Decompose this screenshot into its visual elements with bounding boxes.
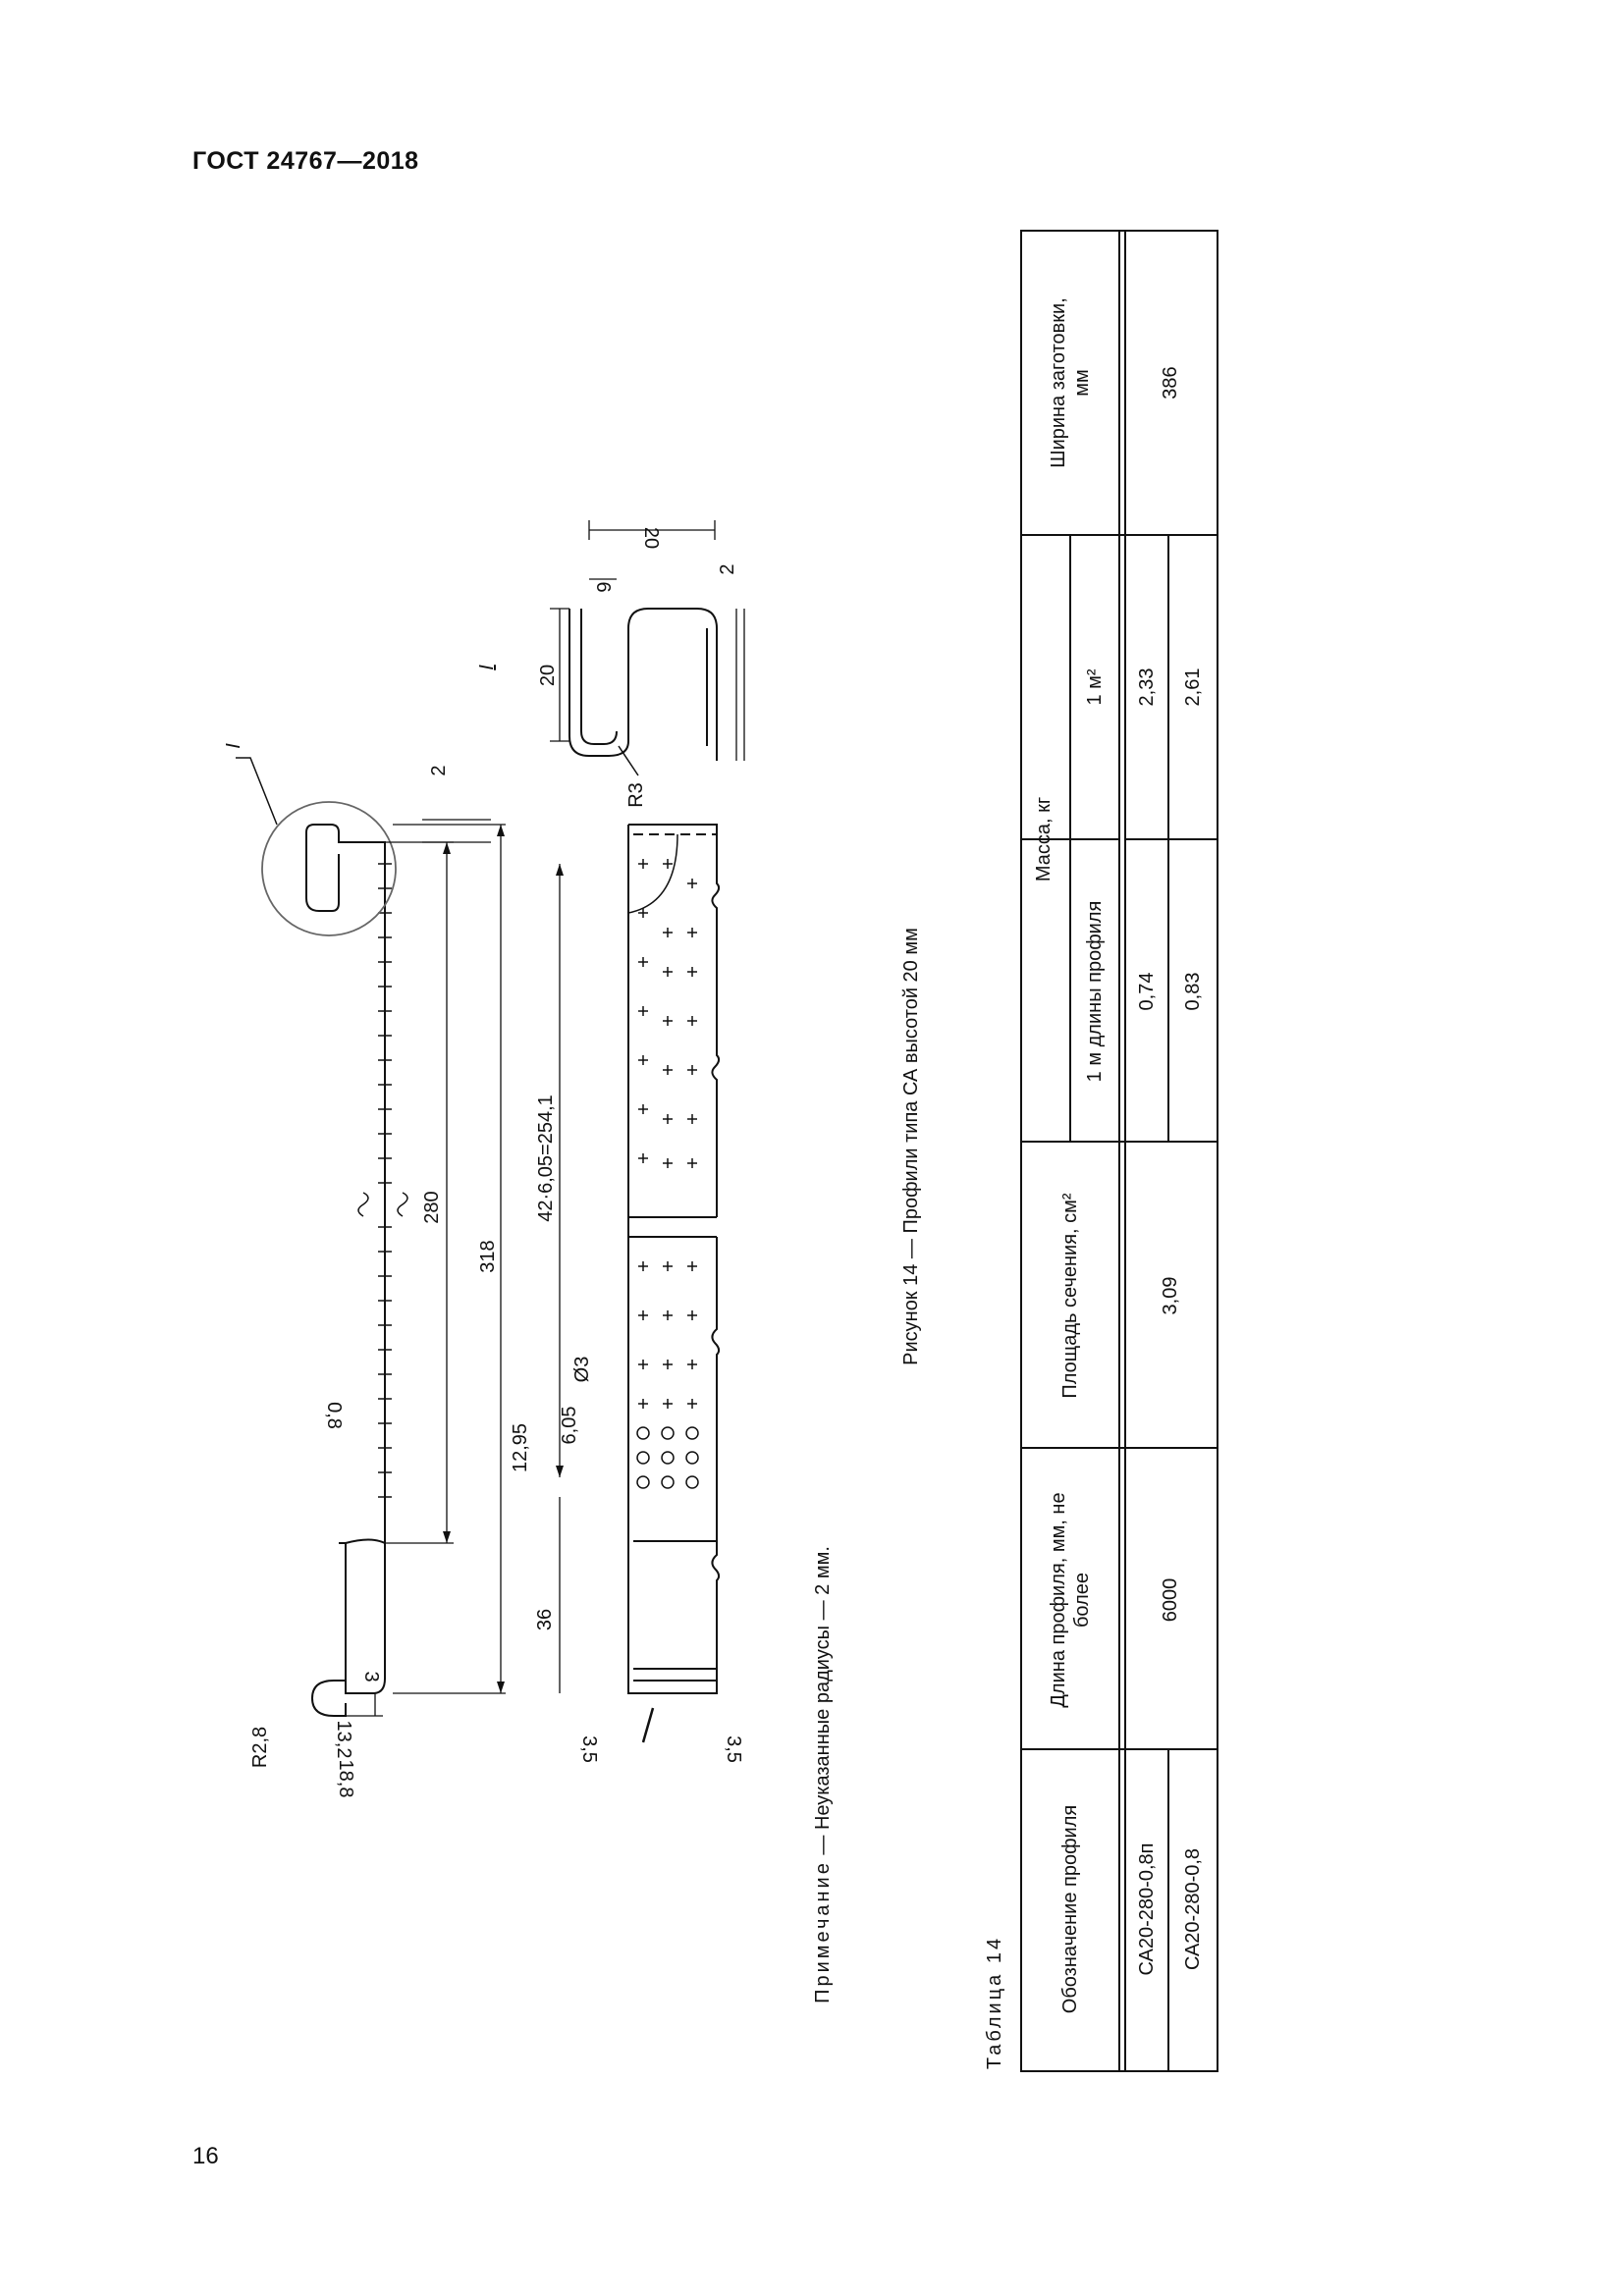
table-cell-mass-per-m2: 2,33	[1136, 667, 1158, 707]
table-cell-length: 6000	[1160, 1577, 1181, 1623]
table-cell-mass-per-m: 0,83	[1182, 972, 1204, 1011]
table-cell-mass-per-m: 0,74	[1136, 972, 1158, 1011]
detail-I-profile	[550, 520, 745, 776]
strip-flat-view	[627, 824, 721, 1743]
table-header-mass: Масса, кг	[1033, 796, 1055, 882]
table-header-mass-per-m2: 1 м²	[1084, 668, 1106, 706]
table-cell-designation: СА20-280-0,8	[1182, 1847, 1204, 1971]
section-perforation-ticks	[378, 863, 392, 1498]
table-header-length: Длина профиля, мм, не более	[1048, 1492, 1093, 1708]
dimension-arrowheads	[443, 825, 564, 1693]
table-cell-area: 3,09	[1160, 1276, 1181, 1315]
table-header-mass-per-m: 1 м длины профиля	[1084, 900, 1106, 1083]
table-header-area: Площадь сечения, см²	[1059, 1193, 1081, 1399]
strip-perforations	[638, 859, 697, 1409]
detail-circle	[261, 801, 397, 936]
standard-header: ГОСТ 24767—2018	[192, 147, 419, 175]
table-cell-mass-per-m2: 2,61	[1182, 667, 1204, 707]
table-cell-blank-width: 386	[1160, 366, 1181, 400]
section-hook	[310, 1669, 347, 1717]
table-header-blank-width: Ширина заготовки, мм	[1048, 297, 1093, 468]
table-header-designation: Обозначение профиля	[1059, 1804, 1081, 2014]
page-number: 16	[192, 2143, 219, 2169]
table-cell-designation: СА20-280-0,8п	[1136, 1842, 1158, 1976]
section-profile-line	[305, 824, 386, 1694]
